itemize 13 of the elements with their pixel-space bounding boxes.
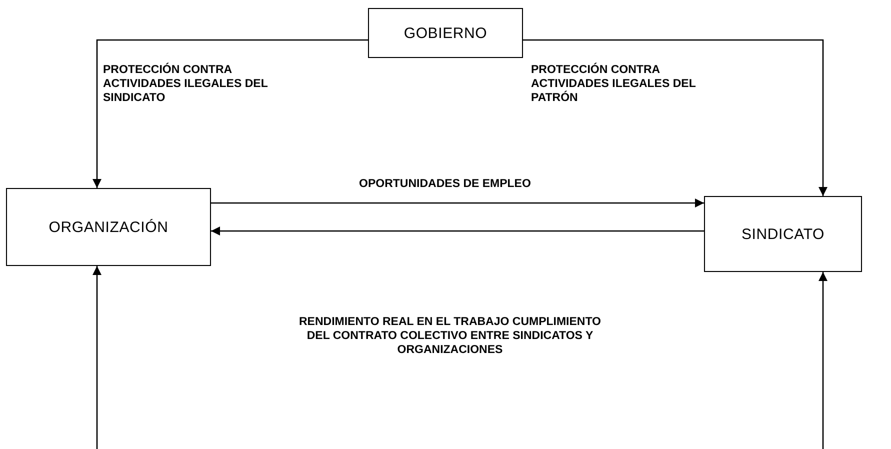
arrow [818,272,828,449]
entity-name: ORGANIZACIÓN [48,218,168,236]
arrow [211,198,704,208]
entity-box [704,196,862,272]
note-text: RENDIMIENTO REAL EN EL TRABAJO CUMPLIMIENTO DEL CONTRATO COLECTIVO ENTRE SINDICATOS Y ORGANIZACIONES [298,316,602,358]
entity-box [6,188,211,266]
entity-name: SINDICATO [742,226,824,242]
arrow [92,39,368,188]
arrow [523,39,828,196]
entity-name: GOBIERNO [404,24,488,42]
arrow [92,266,102,449]
entity-box [368,8,523,58]
arrow [211,226,704,236]
